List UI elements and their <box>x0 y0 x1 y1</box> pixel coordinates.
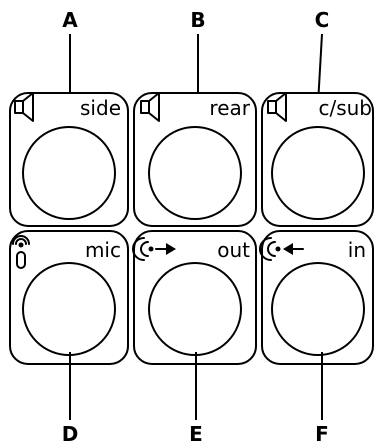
jack-rear[interactable] <box>148 126 242 220</box>
speaker-icon <box>140 92 160 122</box>
jack-label-rear: rear <box>209 96 250 120</box>
jack-side[interactable] <box>22 126 116 220</box>
jack-label-csub: c/sub <box>318 96 372 120</box>
callout-e: E <box>189 422 203 446</box>
jack-panel-out: out <box>132 230 257 365</box>
jack-panel-in: in <box>259 230 374 365</box>
jack-panel-side: side <box>9 92 129 227</box>
jack-panel-rear: rear <box>133 92 257 227</box>
microphone-icon <box>12 235 30 269</box>
jack-in[interactable] <box>271 262 365 356</box>
jack-label-in: in <box>348 238 366 262</box>
audio-out-icon <box>132 237 176 261</box>
callout-f: F <box>315 422 329 446</box>
audio-in-icon <box>259 237 304 261</box>
callout-c: C <box>315 8 330 32</box>
jack-label-mic: mic <box>85 238 121 262</box>
speaker-icon <box>267 92 287 122</box>
callout-b: B <box>190 8 205 32</box>
jack-label-side: side <box>80 96 121 120</box>
jack-csub[interactable] <box>271 126 365 220</box>
speaker-icon <box>14 92 34 122</box>
jack-panel-csub: c/sub <box>261 92 374 227</box>
jack-panel-mic: mic <box>9 230 129 365</box>
jack-label-out: out <box>217 238 250 262</box>
callout-a: A <box>62 8 78 32</box>
jack-mic[interactable] <box>22 262 116 356</box>
callout-d: D <box>62 422 79 446</box>
jack-out[interactable] <box>148 262 242 356</box>
